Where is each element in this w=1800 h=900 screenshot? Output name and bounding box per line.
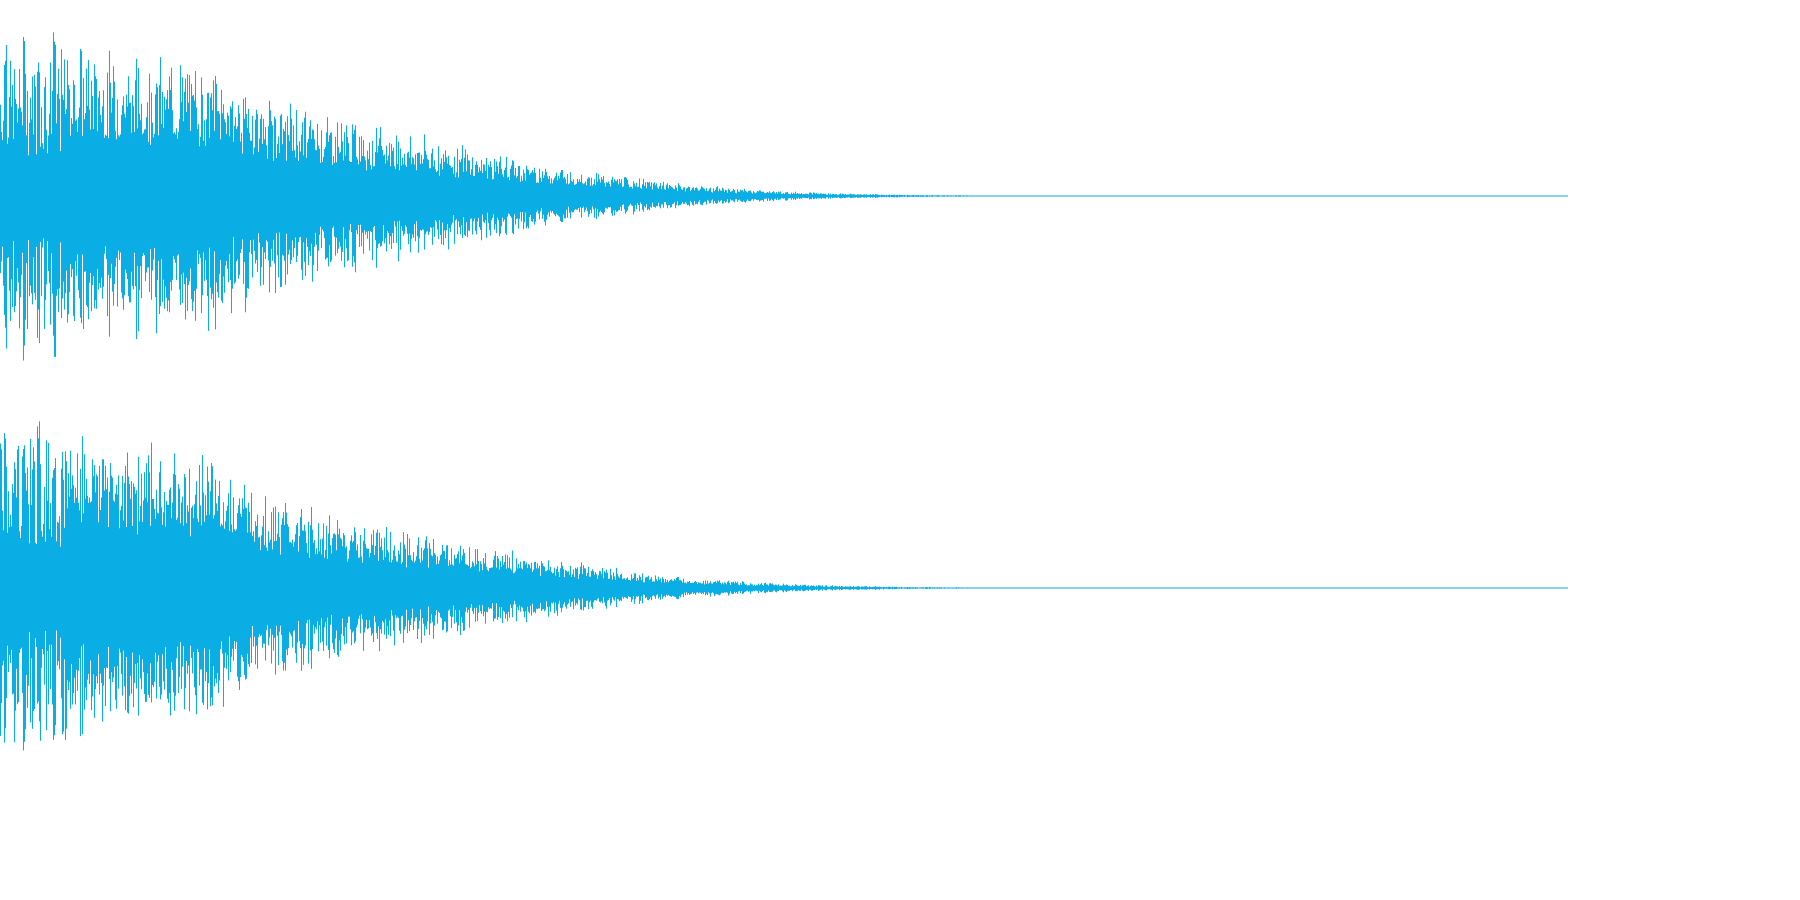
waveform-samples <box>0 421 990 751</box>
waveform-channel-right <box>0 421 1568 751</box>
waveform-channel-left <box>0 32 1568 361</box>
audio-waveform[interactable] <box>0 0 1568 784</box>
waveform-samples <box>0 32 979 361</box>
